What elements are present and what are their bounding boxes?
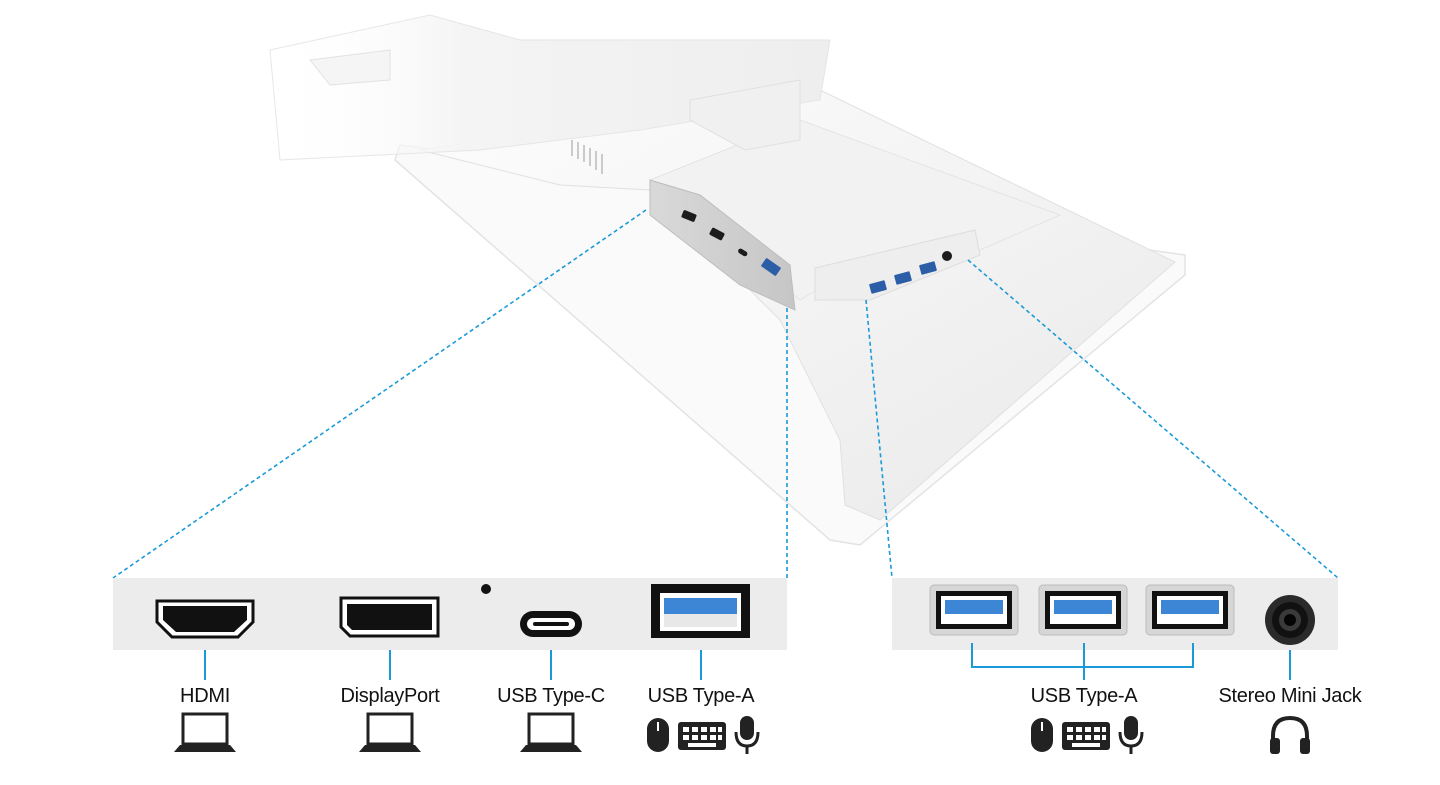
vent-grill bbox=[571, 140, 603, 174]
leader-right-b bbox=[967, 259, 1339, 579]
usb-bracket bbox=[971, 643, 1194, 680]
label-usb-type-a-left: USB Type-A bbox=[647, 685, 755, 707]
mini-usba-2 bbox=[894, 271, 912, 285]
laptop-icon bbox=[359, 712, 421, 752]
laptop-icon bbox=[520, 712, 582, 752]
left-port-panel bbox=[113, 578, 787, 680]
stand-clip bbox=[309, 49, 391, 86]
mini-usba-port bbox=[761, 258, 781, 276]
audio-jack-illustration bbox=[1265, 595, 1315, 680]
headphones-icon bbox=[1270, 715, 1310, 754]
mini-dp-port bbox=[709, 227, 725, 241]
monitor-illustration bbox=[269, 14, 1186, 546]
stand-arm bbox=[269, 14, 831, 161]
leader-lines bbox=[112, 209, 1339, 579]
usb-c-illustration bbox=[520, 611, 582, 680]
mini-audio-jack bbox=[942, 251, 952, 261]
label-hdmi: HDMI bbox=[180, 685, 230, 707]
keyboard-icon bbox=[1062, 722, 1110, 750]
usb-a-illustration bbox=[651, 584, 750, 680]
microphone-icon bbox=[1118, 716, 1144, 754]
mouse-icon bbox=[1031, 718, 1053, 752]
laptop-icon bbox=[174, 712, 236, 752]
stand-hinge bbox=[689, 79, 801, 151]
usb-a-hub-1 bbox=[929, 584, 1019, 636]
leader-left-a bbox=[112, 209, 647, 579]
label-displayport: DisplayPort bbox=[340, 685, 440, 707]
label-usb-type-c: USB Type-C bbox=[497, 685, 605, 707]
mini-usba-1 bbox=[869, 280, 887, 294]
keyboard-icon bbox=[678, 722, 726, 750]
mini-usbc-port bbox=[738, 248, 748, 257]
usb-a-hub-3 bbox=[1145, 584, 1235, 636]
indicator-dot bbox=[481, 584, 491, 594]
hdmi-port-illustration bbox=[155, 599, 255, 680]
microphone-icon bbox=[734, 716, 760, 754]
mini-usba-3 bbox=[919, 261, 937, 275]
mini-hdmi-port bbox=[681, 210, 697, 222]
usb-a-hub-2 bbox=[1038, 584, 1128, 636]
displayport-illustration bbox=[339, 596, 440, 680]
leader-right-a bbox=[865, 299, 893, 579]
mouse-icon bbox=[647, 718, 669, 752]
right-io-recess bbox=[814, 229, 981, 301]
label-usb-type-a-right: USB Type-A bbox=[1030, 685, 1138, 707]
right-port-panel bbox=[892, 578, 1338, 680]
label-stereo-mini-jack: Stereo Mini Jack bbox=[1218, 685, 1362, 707]
